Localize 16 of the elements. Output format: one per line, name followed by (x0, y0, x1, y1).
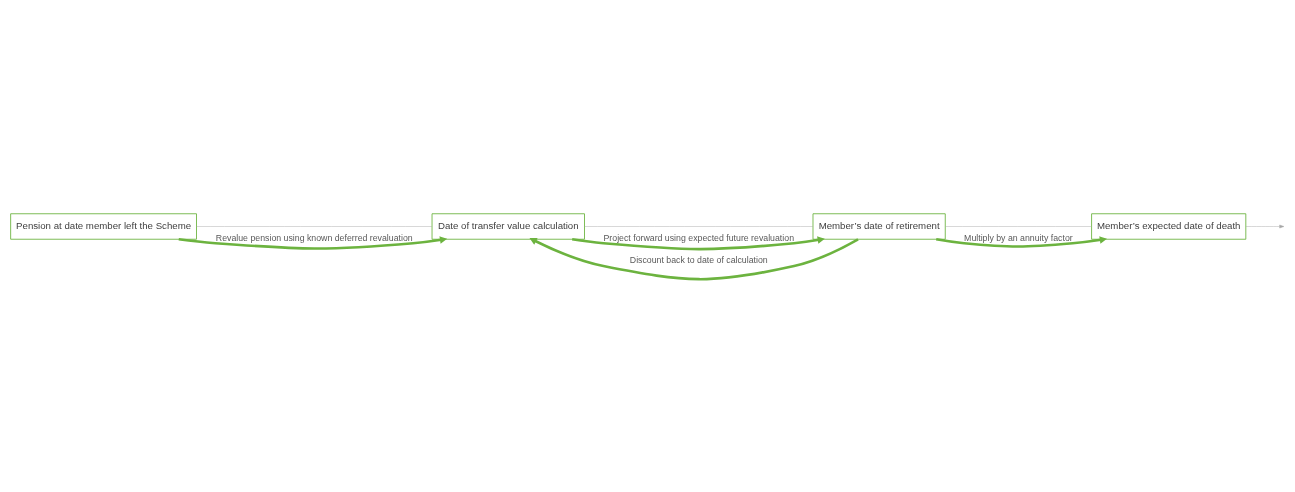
arrow (529, 237, 859, 280)
node-box: Pension at date member left the Scheme (10, 212, 197, 240)
connector (945, 225, 1092, 227)
arrow (178, 235, 448, 250)
arrow (1245, 224, 1285, 228)
node-box: Date of transfer value calculation (431, 212, 585, 240)
arrow (571, 235, 825, 250)
node-box: Member’s expected date of death (1091, 212, 1247, 240)
edge-label: Multiply by an annuity factor (964, 232, 1073, 243)
connector (196, 225, 433, 227)
node-box: Member’s date of retirement (812, 212, 946, 240)
edge-label: Revalue pension using known deferred revaluation (215, 232, 413, 243)
arrow (936, 235, 1107, 248)
edge-label: Project forward using expected future revaluation (603, 232, 795, 243)
connector (584, 225, 814, 227)
edge-label: Discount back to date of calculation (629, 254, 768, 265)
